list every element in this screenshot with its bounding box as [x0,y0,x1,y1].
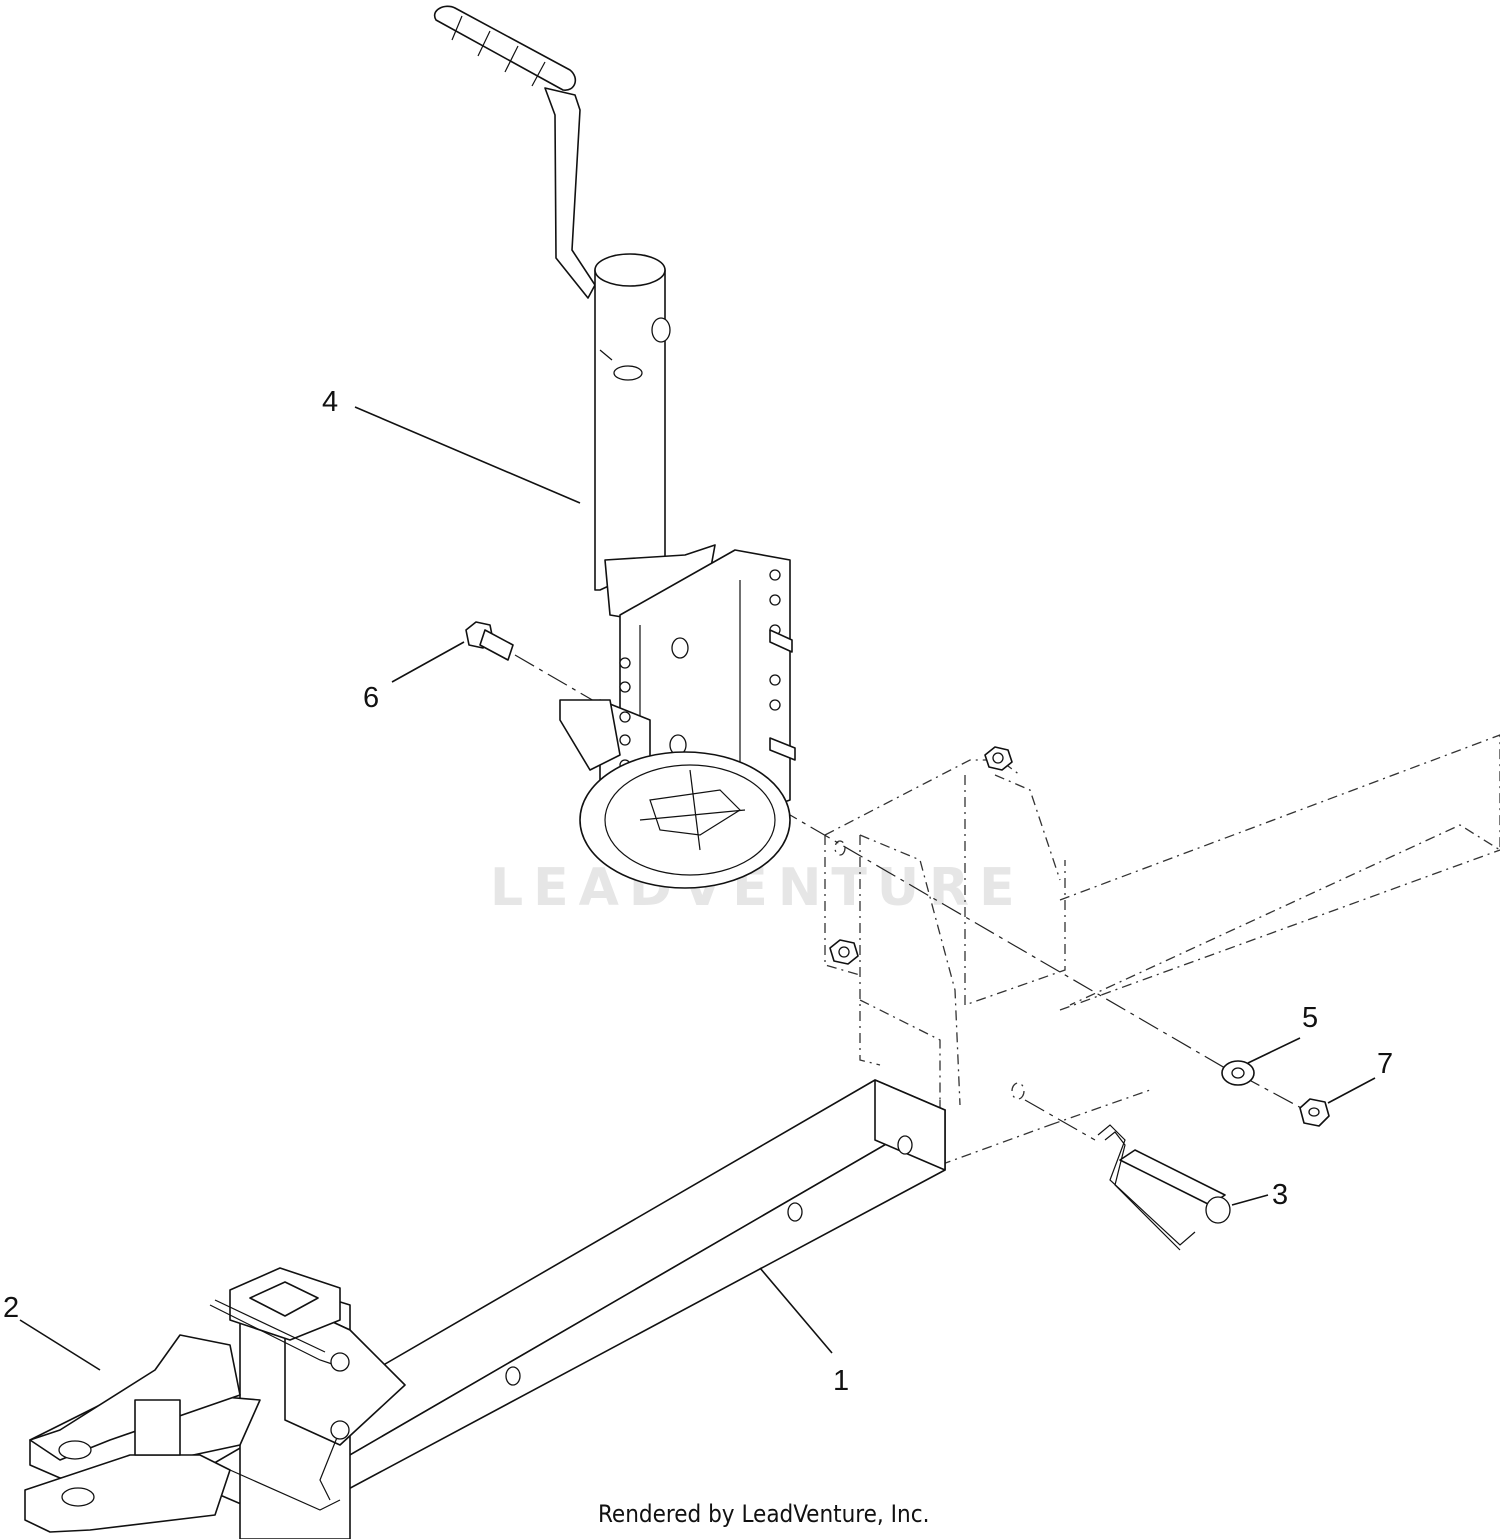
phantom-mower-deck [824,734,1500,1166]
callout-2: 2 [3,1292,19,1324]
callout-5: 5 [1302,1002,1318,1034]
hitch-pin [1097,1124,1231,1251]
bracket-nut-lower [829,939,859,965]
callout-1: 1 [833,1365,849,1397]
hex-bolt [465,621,514,661]
leader-3 [1231,1194,1269,1206]
callout-6: 6 [363,682,379,714]
render-credit: Rendered by LeadVenture, Inc. [598,1500,930,1528]
callout-3: 3 [1272,1179,1288,1211]
callout-7: 7 [1377,1048,1393,1080]
leader-1 [759,1267,833,1354]
callout-4: 4 [322,386,338,418]
leader-4 [354,406,581,504]
leader-6 [391,641,465,683]
hex-nut [1299,1098,1330,1127]
leader-2 [19,1319,101,1371]
bracket-nut-upper [984,746,1013,771]
hitch-clevis [24,1267,406,1539]
jack-stand [433,5,796,889]
leader-5 [1247,1037,1301,1064]
leader-7 [1327,1077,1376,1104]
flat-washer [1221,1060,1255,1086]
